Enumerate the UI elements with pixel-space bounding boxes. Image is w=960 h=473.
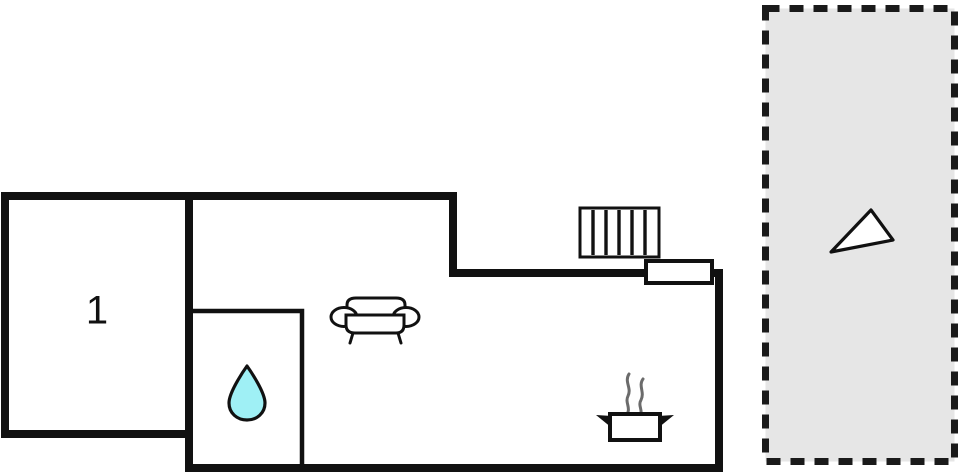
sofa-icon	[329, 296, 421, 345]
radiator-icon	[578, 206, 661, 259]
sofa-seat	[344, 313, 406, 335]
pot-body	[608, 412, 662, 442]
terrace-zone-dashed-border	[762, 5, 958, 465]
pot-steam-right	[638, 377, 645, 416]
pot-steam-left	[625, 372, 631, 414]
living-area-floor	[189, 196, 719, 468]
living-area-walls	[185, 192, 723, 472]
apartment-walls	[1, 192, 723, 472]
room-number-label-1: 1	[86, 289, 108, 333]
room-1-floor	[5, 196, 189, 434]
water-drop-icon	[227, 364, 267, 422]
bathroom-partition-walls	[191, 308, 305, 468]
apartment-floor-fill	[5, 196, 719, 468]
sofa-leg-left	[348, 331, 355, 345]
door-opening-right-wall[interactable]	[644, 259, 714, 285]
sofa-backrest	[345, 296, 407, 317]
bathroom-walls	[191, 308, 305, 468]
water-drop-shape	[227, 364, 267, 422]
cooking-pot-icon	[596, 372, 674, 442]
exterior-terrace-zone[interactable]	[762, 5, 958, 465]
sail-triangle-icon	[829, 208, 895, 254]
sofa-leg-right	[396, 331, 403, 345]
door-opening-frame	[644, 259, 714, 285]
